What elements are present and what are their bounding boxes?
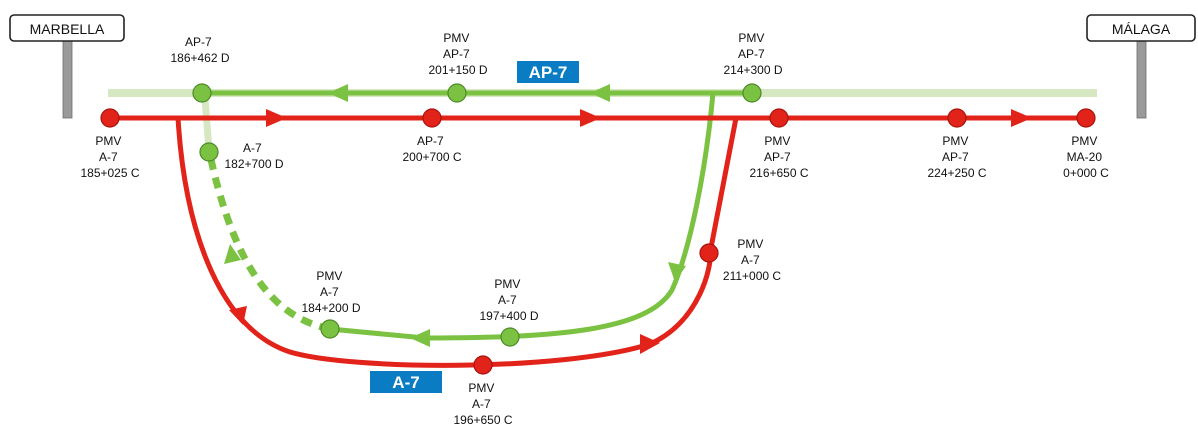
ma20-point-0 — [1076, 108, 1096, 128]
label-ap7-224: PMV AP-7 224+250 C — [927, 134, 986, 180]
a7-loop-segment — [175, 117, 651, 368]
label-line: AP-7 — [764, 150, 791, 164]
a7-point-196 — [473, 355, 493, 375]
label-line: PMV — [738, 31, 764, 45]
a7-point-185 — [100, 108, 120, 128]
ap7-point-186 — [192, 83, 212, 103]
label-line: PMV — [494, 277, 520, 291]
label-line: PMV — [468, 381, 494, 395]
label-line: 216+650 C — [749, 166, 808, 180]
ap7-context-connector — [201, 97, 213, 151]
label-a7-184: PMV A-7 184+200 D — [301, 269, 360, 315]
badge-box — [370, 371, 442, 393]
label-a7-182: A-7 182+700 D — [224, 141, 283, 171]
ap7-direction-arrow — [590, 84, 610, 102]
city-sign-box — [9, 14, 125, 42]
label-ap7-200: AP-7 200+700 C — [402, 134, 461, 164]
ap7-dashed-segment — [206, 154, 331, 333]
label-line: PMV — [1071, 134, 1097, 148]
label-line: 184+200 D — [301, 301, 360, 315]
label-line: AP-7 — [942, 150, 969, 164]
label-line: A-7 — [498, 293, 517, 307]
label-line: A-7 — [741, 253, 760, 267]
label-line: 214+300 D — [723, 63, 782, 77]
a7-point-182 — [199, 142, 219, 162]
a7-direction-arrow — [640, 334, 660, 354]
label-a7-196: PMV A-7 196+650 C — [453, 381, 512, 427]
label-line: 182+700 D — [224, 157, 283, 171]
ap7-point-216 — [769, 108, 789, 128]
label-a7-185: PMV A-7 185+025 C — [80, 134, 139, 180]
label-line: PMV — [942, 134, 968, 148]
label-line: MA-20 — [1067, 150, 1103, 164]
city-sign-marbella: MARBELLA — [9, 14, 125, 119]
badge-label: A-7 — [392, 373, 419, 392]
label-line: 186+462 D — [170, 51, 229, 65]
ap7-loop-segment — [329, 92, 716, 341]
ap7-direction-arrow — [410, 329, 430, 347]
city-name-malaga: MÁLAGA — [1112, 21, 1171, 37]
label-line: AP-7 — [738, 47, 765, 61]
a7-direction-arrow — [229, 306, 247, 325]
ap7-route — [203, 84, 753, 347]
ap7-point-201 — [447, 83, 467, 103]
label-line: A-7 — [472, 397, 491, 411]
ap7-direction-arrow — [328, 84, 348, 102]
label-line: A-7 — [243, 141, 262, 155]
label-line: PMV — [443, 31, 469, 45]
label-line: PMV — [95, 134, 121, 148]
badge-label: AP-7 — [529, 63, 568, 82]
label-line: 197+400 D — [479, 309, 538, 323]
a7-route — [110, 109, 1088, 368]
sign-post — [1136, 39, 1147, 119]
label-a7-197: PMV A-7 197+400 D — [479, 277, 538, 323]
a7-direction-arrow — [1011, 109, 1032, 127]
ap7-direction-arrow — [668, 262, 686, 282]
ap7-point-214 — [742, 83, 762, 103]
label-ap7-216: PMV AP-7 216+650 C — [749, 134, 808, 180]
label-line: 196+650 C — [453, 413, 512, 427]
city-sign-malaga: MÁLAGA — [1086, 14, 1196, 119]
a7-point-184 — [320, 319, 340, 339]
label-a7-211: PMV A-7 211+000 C — [723, 237, 781, 283]
label-ap7-201: PMV AP-7 201+150 D — [428, 31, 487, 77]
label-line: 0+000 C — [1063, 166, 1109, 180]
highway-badge-ap7: AP-7 — [517, 61, 579, 83]
city-sign-box — [1086, 14, 1196, 42]
ap7-point-200 — [422, 108, 442, 128]
label-line: PMV — [737, 237, 763, 251]
label-line: A-7 — [99, 150, 118, 164]
highway-badge-a7: A-7 — [370, 371, 442, 393]
label-line: 224+250 C — [927, 166, 986, 180]
label-line: A-7 — [320, 285, 339, 299]
ap7-point-224 — [947, 108, 967, 128]
label-line: AP-7 — [417, 134, 444, 148]
label-line: AP-7 — [185, 35, 212, 49]
label-line: 211+000 C — [723, 269, 781, 283]
sign-post — [62, 39, 73, 119]
label-line: 200+700 C — [402, 150, 461, 164]
a7-point-197 — [500, 327, 520, 347]
label-line: PMV — [316, 269, 342, 283]
label-line: 185+025 C — [80, 166, 139, 180]
label-line: PMV — [764, 134, 790, 148]
label-line: AP-7 — [443, 47, 470, 61]
label-ap7-214: PMV AP-7 214+300 D — [723, 31, 782, 77]
label-ap7-186: AP-7 186+462 D — [170, 35, 229, 65]
city-name-marbella: MARBELLA — [30, 21, 105, 37]
badge-box — [517, 61, 579, 83]
a7-point-211 — [699, 243, 719, 263]
label-line: 201+150 D — [428, 63, 487, 77]
label-ma20-0: PMV MA-20 0+000 C — [1063, 134, 1109, 180]
a7-direction-arrow — [266, 109, 287, 127]
ap7-direction-arrow — [224, 244, 241, 264]
a7-direction-arrow — [580, 109, 601, 127]
